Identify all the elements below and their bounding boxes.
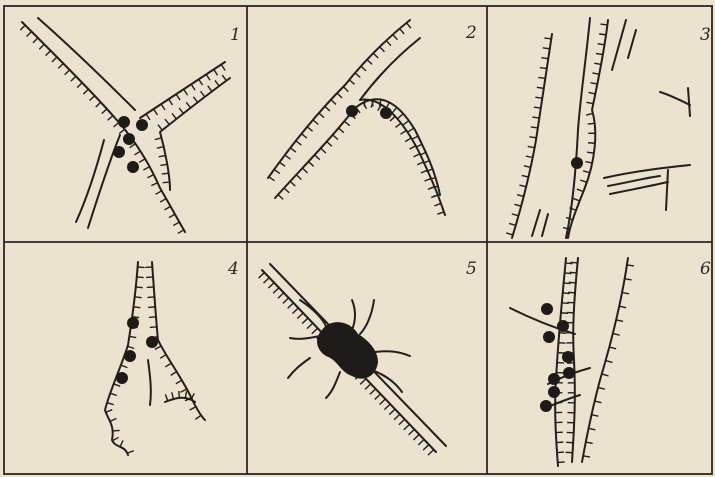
fault-tick bbox=[569, 282, 576, 283]
fault-tick bbox=[149, 317, 156, 318]
fault-tick bbox=[568, 292, 575, 293]
fault-tick bbox=[559, 333, 566, 334]
fault-tick bbox=[138, 267, 145, 268]
ore-deposit-dot bbox=[543, 331, 555, 343]
ore-deposit-dot bbox=[127, 161, 139, 173]
panel-number: 5 bbox=[466, 259, 477, 279]
fault-tick bbox=[137, 277, 144, 278]
ore-deposit-dot bbox=[548, 386, 560, 398]
panel-number: 2 bbox=[465, 23, 477, 43]
ore-deposit-dot bbox=[380, 107, 392, 119]
ore-deposit-dot bbox=[548, 373, 560, 385]
ore-deposit-dot bbox=[136, 119, 148, 131]
fault-tick bbox=[162, 173, 169, 174]
fault-tick bbox=[587, 152, 594, 153]
fault-tick bbox=[588, 143, 595, 144]
fault-tick bbox=[179, 391, 180, 398]
ore-deposit-dot bbox=[116, 372, 128, 384]
ore-deposit-dot bbox=[563, 367, 575, 379]
fault-tick bbox=[571, 262, 578, 263]
ore-deposit-dot bbox=[562, 351, 574, 363]
fault-tick bbox=[163, 182, 170, 183]
ore-deposit-dot bbox=[123, 133, 135, 145]
panel-number: 6 bbox=[700, 259, 711, 279]
ore-deposit-dot bbox=[540, 400, 552, 412]
panel-number: 1 bbox=[230, 25, 241, 45]
fault-tick bbox=[148, 307, 155, 308]
fault-tick bbox=[136, 287, 143, 288]
ore-deposit-dot bbox=[113, 146, 125, 158]
fault-tick bbox=[588, 123, 595, 124]
ore-deposit-dot bbox=[146, 336, 158, 348]
panel-number: 3 bbox=[700, 25, 711, 45]
fault-tick bbox=[147, 297, 154, 298]
ore-deposit-dot bbox=[541, 303, 553, 315]
fault-tick bbox=[600, 24, 607, 25]
fault-tick bbox=[133, 307, 140, 308]
ore-deposit-dot bbox=[118, 116, 130, 128]
fault-tick bbox=[599, 34, 606, 35]
fault-tick bbox=[558, 343, 565, 344]
ore-deposit-dot bbox=[557, 320, 569, 332]
fault-tick bbox=[135, 297, 142, 298]
ore-deposit-dot bbox=[127, 317, 139, 329]
ore-deposit-dot bbox=[346, 105, 358, 117]
ore-deposit-dot bbox=[571, 157, 583, 169]
fault-tick bbox=[150, 327, 157, 328]
panel-number: 4 bbox=[227, 259, 239, 279]
fault-tick bbox=[558, 462, 565, 463]
ore-deposit-dot bbox=[124, 350, 136, 362]
fault-tick bbox=[570, 272, 577, 273]
